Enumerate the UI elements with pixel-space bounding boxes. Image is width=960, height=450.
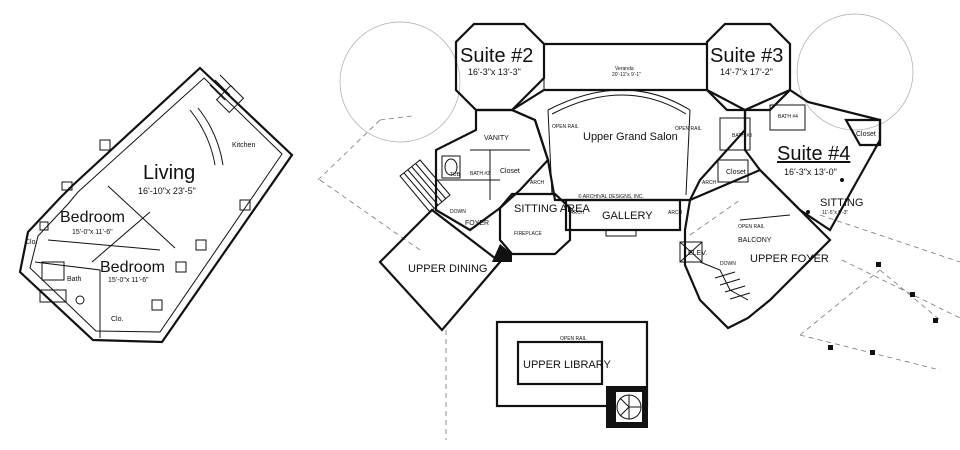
sitting-area-label: SITTING AREA [514, 203, 590, 215]
main-floor-plan [378, 22, 882, 428]
suite-3-size: 14'-7"x 17'-2" [720, 67, 773, 77]
closet-label-suite3: Closet [726, 169, 746, 176]
living-room-size: 16'-10"x 23'-5" [138, 186, 196, 196]
gallery-label: GALLERY [602, 210, 653, 222]
bedroom-2-size: 15'-0"x 11'-6" [108, 277, 149, 284]
living-room-label: Living [143, 162, 195, 184]
elevator-label: ELEV. [688, 250, 707, 257]
upper-dining-label: UPPER DINING [408, 263, 487, 275]
suite-4-label: Suite #4 [777, 143, 850, 165]
suite-2-label: Suite #2 [460, 45, 533, 67]
bath-4-label: BATH #4 [778, 114, 798, 120]
kitchen-label: Kitchen [232, 142, 255, 149]
bath-label: Bath [67, 276, 82, 283]
main-floor-labels: Suite #2 16'-3"x 13'-3" Suite #3 14'-7"x… [408, 45, 876, 371]
balcony-label: BALCONY [738, 237, 772, 244]
upper-grand-salon-label: Upper Grand Salon [583, 131, 678, 143]
closet-2-label: Clo. [111, 316, 124, 323]
down-label-left: DOWN [450, 209, 466, 215]
open-rail-label-balcony: OPEN RAIL [738, 224, 765, 230]
suite-3-label: Suite #3 [710, 45, 783, 67]
sitting-size: 11'-5"x 6'-3" [822, 210, 848, 216]
bedroom-1-size: 15'-0"x 11'-6" [72, 229, 113, 236]
bedroom-2-label: Bedroom [100, 259, 165, 276]
bath-2-label: BATH #2 [470, 171, 490, 177]
vanity-label: VANITY [484, 135, 509, 142]
guest-house-labels: Living 16'-10"x 23'-5" Bedroom 15'-0"x 1… [25, 142, 255, 323]
upper-library-label: UPPER LIBRARY [523, 359, 611, 371]
closet-1-label: Clo. [25, 239, 38, 246]
closet-label-suite4: Closet [856, 131, 876, 138]
tub-label: TUB [450, 172, 461, 178]
veranda-size: 20'-11"x 9'-1" [612, 72, 641, 78]
open-rail-label-left: OPEN RAIL [552, 124, 579, 130]
upper-foyer-label: UPPER FOYER [750, 253, 829, 265]
suite-4-size: 16'-3"x 13'-0" [784, 167, 837, 177]
copyright-label: © ARCHIVAL DESIGNS, INC. [578, 193, 644, 200]
sitting-label: SITTING [820, 197, 863, 209]
bedroom-1-label: Bedroom [60, 209, 125, 226]
suite-2-size: 16'-3"x 13'-3" [468, 67, 521, 77]
arch-label-1: ARCH [530, 180, 545, 186]
closet-label-bath2: Closet [500, 168, 520, 175]
guest-house-plan [18, 66, 294, 344]
veranda-label: Veranda [615, 66, 634, 72]
down-label-right: DOWN [720, 261, 736, 267]
foyer-label: FOYER [465, 220, 489, 227]
open-rail-label-right: OPEN RAIL [675, 126, 702, 132]
fireplace-label: FIREPLACE [514, 231, 542, 237]
arch-label-4: ARCH [702, 180, 717, 186]
arch-label-2: ARCH [570, 210, 585, 216]
arch-label-3: ARCH [668, 210, 683, 216]
open-rail-label-library: OPEN RAIL [560, 336, 587, 342]
bath-3-label: BATH #3 [732, 133, 752, 139]
